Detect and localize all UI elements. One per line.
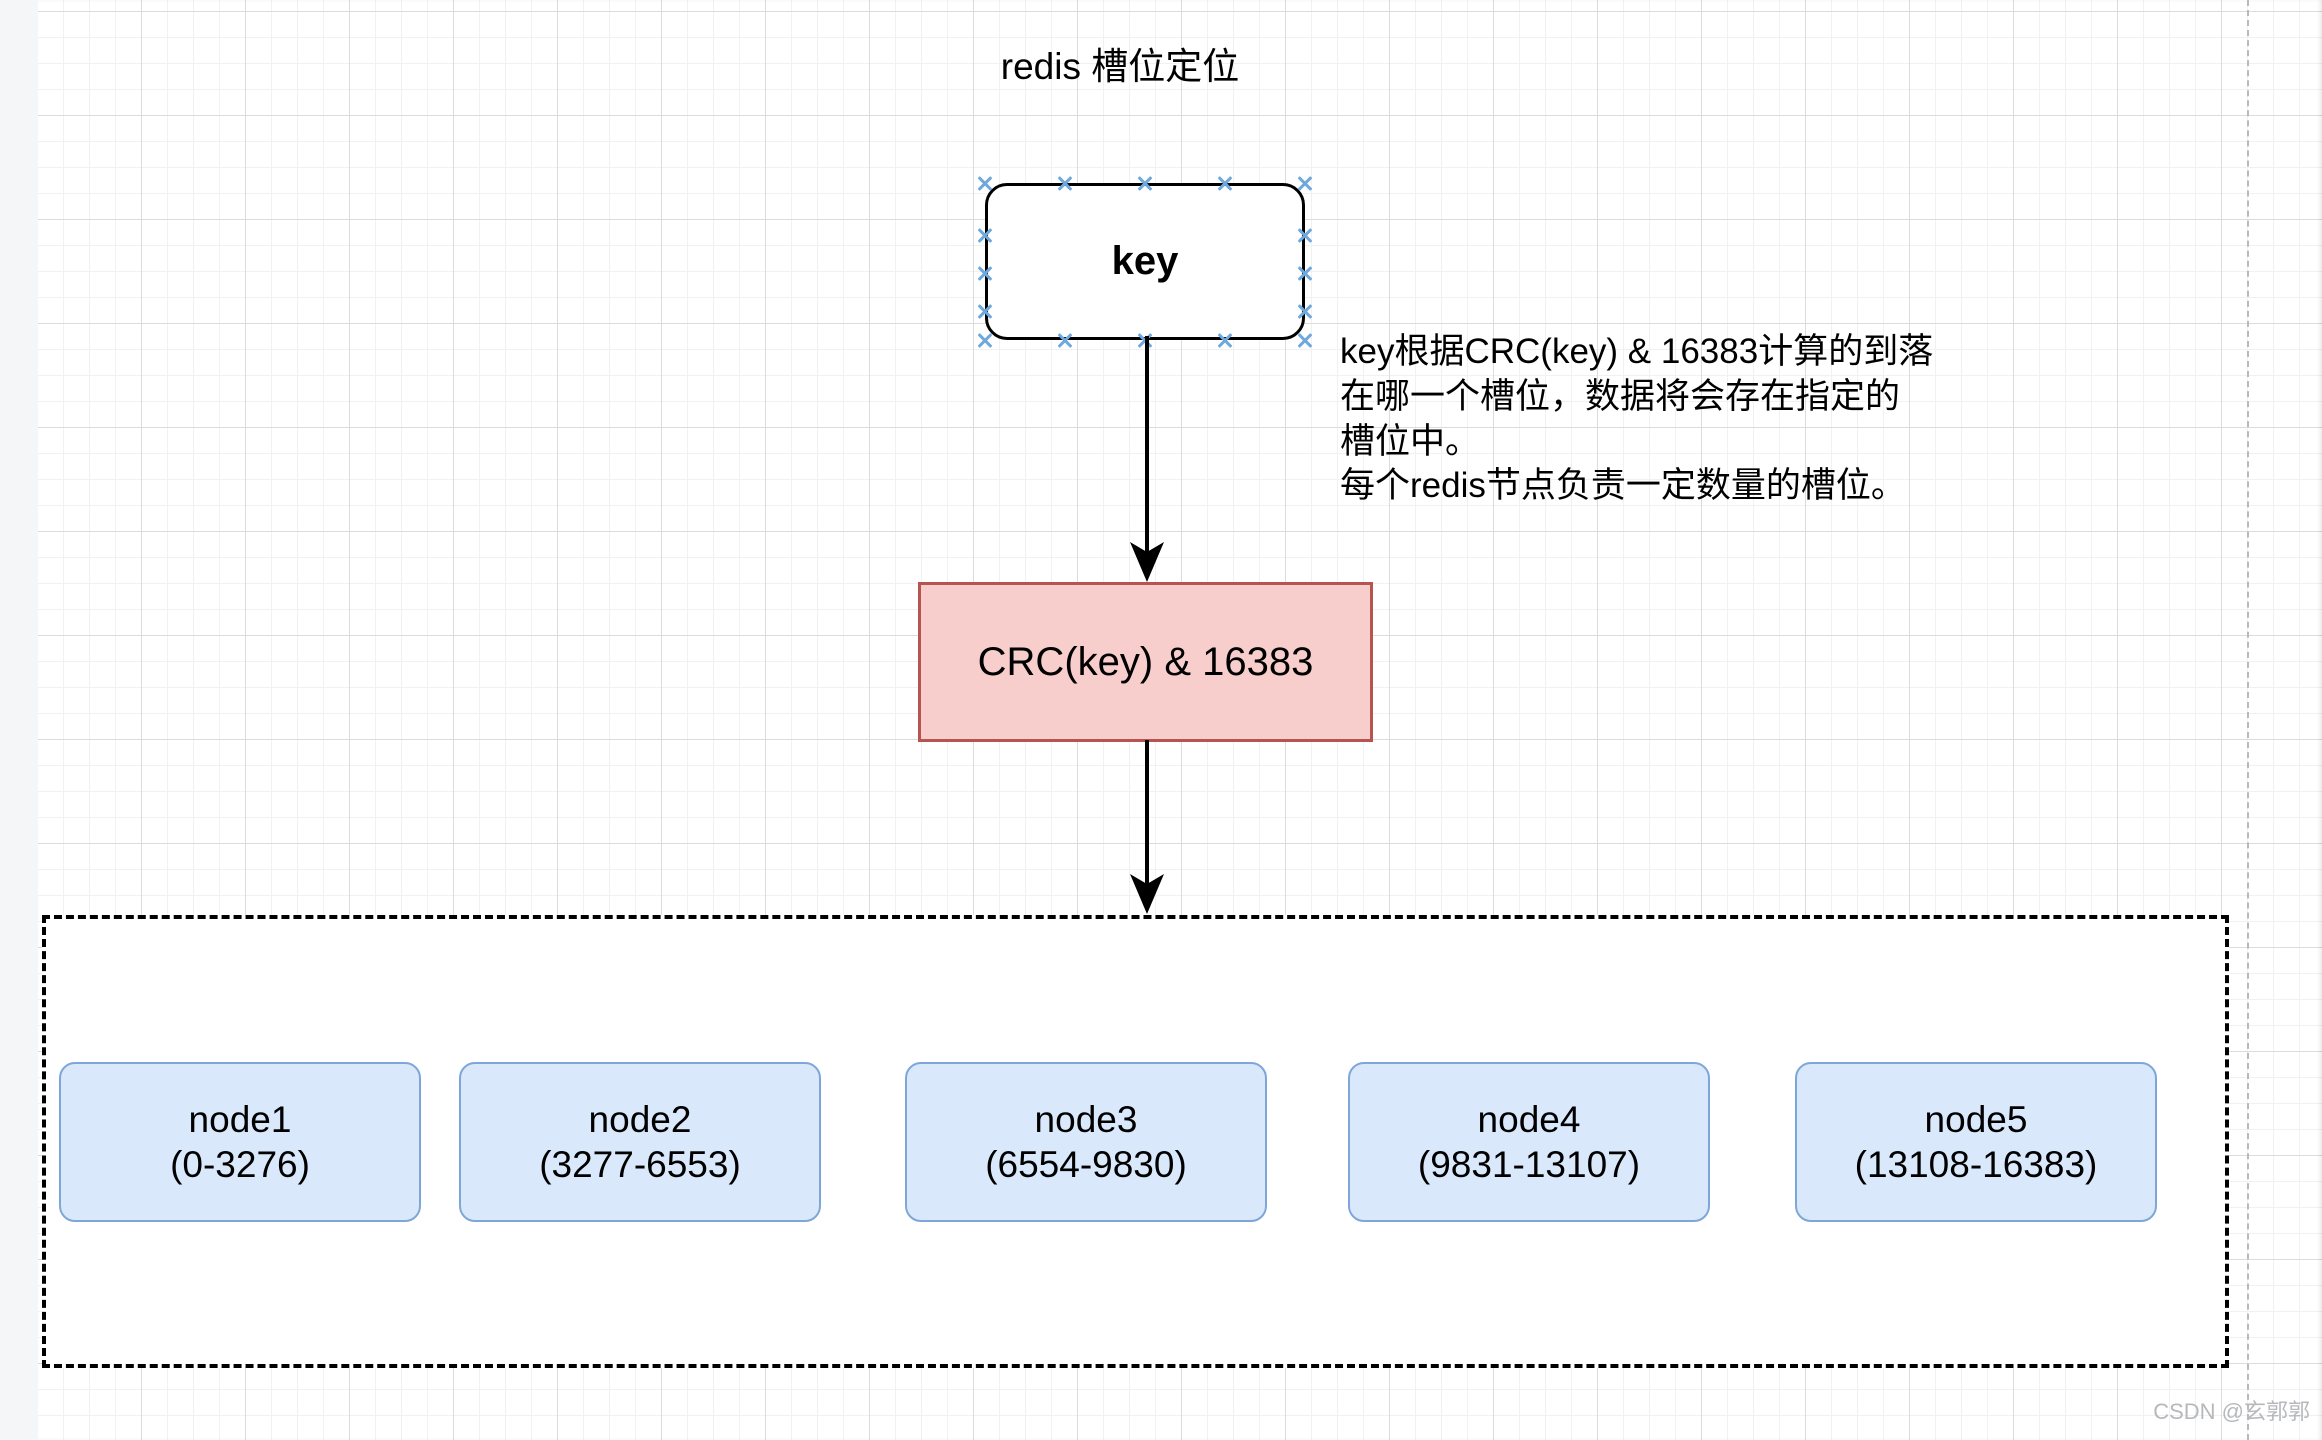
connection-handle-top-quarter[interactable] xyxy=(1056,174,1074,192)
connection-handle-top-right[interactable] xyxy=(1296,174,1314,192)
arrow-key-to-crc[interactable] xyxy=(1120,336,1176,586)
connection-handle-bottom-three[interactable] xyxy=(1216,331,1234,349)
cluster-node-3[interactable]: node3 (6554-9830) xyxy=(905,1062,1267,1222)
cluster-node-3-range: (6554-9830) xyxy=(985,1144,1187,1185)
node-key-label: key xyxy=(1111,239,1179,283)
cluster-node-1-name: node1 xyxy=(188,1098,292,1140)
node-key[interactable]: key xyxy=(985,183,1305,340)
connection-handle-bottom-left[interactable] xyxy=(976,331,994,349)
cluster-node-2[interactable]: node2 (3277-6553) xyxy=(459,1062,821,1222)
cluster-node-1-range: (0-3276) xyxy=(170,1144,310,1185)
node-crc-label: CRC(key) & 16383 xyxy=(977,639,1314,684)
annotation-line-4: 每个redis节点负责一定数量的槽位。 xyxy=(1340,466,1906,506)
annotation-line-2: 在哪一个槽位，数据将会存在指定的 xyxy=(1340,376,1901,416)
cluster-node-2-range: (3277-6553) xyxy=(539,1144,741,1185)
connection-handle-bottom-quarter[interactable] xyxy=(1056,331,1074,349)
cluster-node-4[interactable]: node4 (9831-13107) xyxy=(1348,1062,1710,1222)
arrow-crc-to-cluster[interactable] xyxy=(1120,740,1176,920)
connection-handle-left-lower[interactable] xyxy=(976,302,994,320)
cluster-container[interactable]: node1 (0-3276) node2 (3277-6553) node3 (… xyxy=(42,915,2229,1368)
cluster-node-4-name: node4 xyxy=(1477,1098,1581,1140)
annotation-text-block: key根据CRC(key) & 16383计算的到落 在哪一个槽位，数据将会存在… xyxy=(1340,330,2160,509)
annotation-line-3: 槽位中。 xyxy=(1340,421,1481,461)
connection-handle-top-center[interactable] xyxy=(1136,174,1154,192)
connection-handle-right-upper[interactable] xyxy=(1296,226,1314,244)
watermark-label: CSDN @玄郭郭 xyxy=(2153,1399,2310,1424)
cluster-node-5[interactable]: node5 (13108-16383) xyxy=(1795,1062,2157,1222)
cluster-node-4-range: (9831-13107) xyxy=(1417,1144,1641,1185)
cluster-node-5-name: node5 xyxy=(1924,1098,2028,1140)
page-break-guide xyxy=(2247,0,2249,1440)
connection-handle-top-left[interactable] xyxy=(976,174,994,192)
connection-handle-right-middle[interactable] xyxy=(1296,264,1314,282)
annotation-line-1: key根据CRC(key) & 16383计算的到落 xyxy=(1340,332,1934,371)
connection-handle-top-three[interactable] xyxy=(1216,174,1234,192)
node-crc-formula[interactable]: CRC(key) & 16383 xyxy=(918,582,1373,742)
cluster-node-2-name: node2 xyxy=(588,1098,692,1140)
connection-handle-left-upper[interactable] xyxy=(976,226,994,244)
connection-handle-bottom-right[interactable] xyxy=(1296,331,1314,349)
connection-handle-right-lower[interactable] xyxy=(1296,302,1314,320)
cluster-node-1[interactable]: node1 (0-3276) xyxy=(59,1062,421,1222)
diagram-title: redis 槽位定位 xyxy=(1000,46,1240,87)
connection-handle-left-middle[interactable] xyxy=(976,264,994,282)
cluster-node-5-range: (13108-16383) xyxy=(1854,1144,2098,1185)
cluster-node-3-name: node3 xyxy=(1034,1098,1138,1140)
